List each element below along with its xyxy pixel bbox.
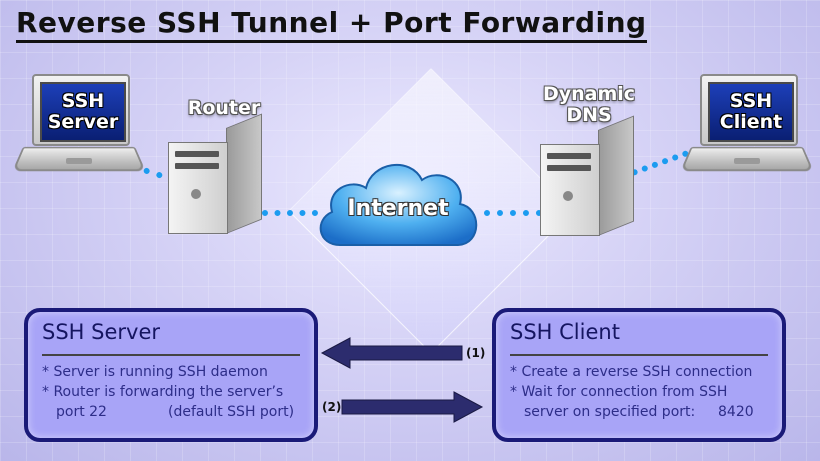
- laptop-screen: SSH Server: [32, 74, 130, 146]
- ssh-client-panel: SSH Client * Create a reverse SSH connec…: [492, 308, 786, 442]
- ssh-server-laptop-label: SSH Server: [47, 90, 119, 133]
- tower-front: [168, 142, 228, 234]
- link-router-internet: [262, 210, 318, 216]
- arrow-1-label: (1): [466, 346, 486, 360]
- power-button-icon: [191, 189, 201, 199]
- dynamic-dns-label: Dynamic DNS: [542, 83, 636, 126]
- arrow-2-right-icon: [341, 391, 484, 423]
- ssh-client-panel-title: SSH Client: [510, 320, 620, 344]
- server-note-1: * Server is running SSH daemon: [42, 364, 268, 380]
- divider: [510, 354, 768, 356]
- client-note-2: * Wait for connection from SSH: [510, 384, 728, 400]
- link-internet-dns: [484, 210, 542, 216]
- laptop-display: SSH Client: [708, 82, 794, 142]
- laptop-touchpad: [66, 158, 92, 164]
- laptop-touchpad: [734, 158, 760, 164]
- arrow-1-shape: [320, 337, 463, 369]
- tower-front: [540, 144, 600, 236]
- cloud-shape: [319, 163, 478, 246]
- divider: [42, 354, 300, 356]
- ssh-server-panel: SSH Server * Server is running SSH daemo…: [24, 308, 318, 442]
- server-note-2: * Router is forwarding the server’s: [42, 384, 284, 400]
- drive-slot: [175, 163, 219, 169]
- drive-slot: [547, 153, 591, 159]
- arrow-2-shape: [341, 391, 484, 423]
- client-note-3-port: 8420: [718, 404, 754, 420]
- router-label: Router: [187, 97, 261, 119]
- tower-side: [598, 115, 634, 236]
- tower-side: [226, 113, 262, 234]
- internet-cloud-icon: Internet: [310, 150, 486, 260]
- internet-label: Internet: [347, 196, 449, 221]
- drive-slot: [175, 151, 219, 157]
- ssh-client-laptop-label: SSH Client: [719, 90, 783, 133]
- drive-slot: [547, 165, 591, 171]
- power-button-icon: [563, 191, 573, 201]
- laptop-display: SSH Server: [40, 82, 126, 142]
- laptop-screen: SSH Client: [700, 74, 798, 146]
- client-note-1: * Create a reverse SSH connection: [510, 364, 753, 380]
- server-note-3-port: port 22: [56, 404, 107, 420]
- client-note-3: server on specified port:: [524, 404, 696, 420]
- arrow-2-label: (2): [322, 400, 342, 414]
- page-title: Reverse SSH Tunnel + Port Forwarding: [16, 6, 647, 43]
- server-note-3-default: (default SSH port): [168, 404, 295, 420]
- ssh-server-panel-title: SSH Server: [42, 320, 160, 344]
- arrow-1-left-icon: [320, 337, 463, 369]
